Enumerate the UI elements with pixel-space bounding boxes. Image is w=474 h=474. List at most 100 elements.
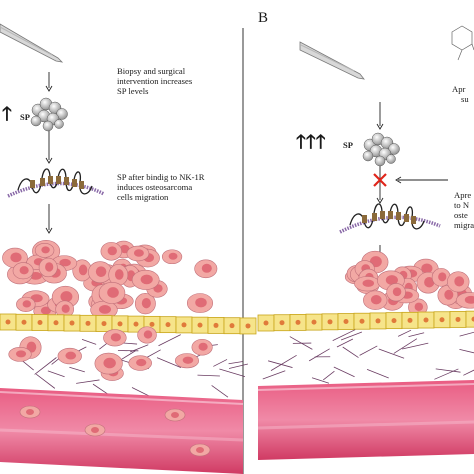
epithelial-cell: [337, 313, 355, 330]
tumor-cell: [88, 261, 113, 284]
collagen-fiber: [378, 348, 405, 359]
substance-p-cluster: [30, 97, 68, 132]
collagen-fiber: [81, 338, 97, 345]
collagen-fiber: [366, 369, 389, 379]
panel-letter-b: B: [258, 10, 269, 26]
migrating-tumor-cells: [8, 326, 213, 457]
collagen-fiber: [34, 357, 57, 375]
tumor-cell: [16, 296, 36, 312]
tumor-cell-mass: [2, 240, 218, 320]
scalpel-icon: [299, 41, 365, 80]
collagen-fiber: [69, 366, 85, 373]
epithelial-cell: [159, 316, 177, 334]
epithelial-cell: [289, 314, 307, 331]
tumor-cell: [108, 264, 129, 286]
collagen-fiber: [397, 329, 412, 337]
tumor-cell: [12, 262, 34, 280]
epithelial-cell: [385, 312, 403, 330]
collagen-fiber: [323, 370, 335, 381]
tumor-cell: [100, 242, 122, 261]
tumor-cell: [186, 293, 214, 313]
tumor-cell: [363, 290, 388, 310]
blocked-binding-x-icon: [373, 173, 387, 187]
tumor-cell: [103, 329, 127, 347]
blood-vessel: [0, 388, 244, 474]
epithelial-cell: [175, 316, 193, 334]
sp-label: SP: [20, 112, 30, 122]
collagen-fiber: [228, 361, 244, 365]
collagen-fiber: [332, 329, 356, 341]
tumor-cell: [354, 276, 381, 292]
tumor-cell: [98, 282, 126, 304]
epithelial-cell: [449, 311, 467, 328]
collagen-fiber: [158, 334, 181, 347]
collagen-fiber: [76, 379, 100, 384]
sp-increase-arrows-icon: 🡑🡑🡑: [296, 131, 326, 153]
epithelial-cell: [465, 310, 474, 328]
collagen-fiber: [408, 332, 425, 338]
tumor-cell: [174, 353, 199, 369]
epithelial-cell: [95, 315, 113, 332]
epithelial-cell: [15, 313, 33, 331]
scalpel-icon: [0, 23, 64, 63]
epithelial-cell: [0, 313, 17, 331]
epithelial-cell: [257, 314, 275, 332]
collagen-fiber: [262, 370, 286, 380]
aprepitant-molecule-icon: [451, 25, 474, 61]
collagen-fiber: [459, 348, 474, 354]
epithelial-cell: [31, 314, 49, 331]
tumor-cell: [447, 271, 470, 293]
collagen-fiber: [268, 360, 293, 368]
tumor-cell-mass: [344, 250, 474, 316]
collagen-fiber: [311, 377, 330, 384]
tumor-cell: [161, 249, 183, 265]
epithelial-cell: [47, 314, 65, 332]
collagen-fiber: [228, 363, 248, 369]
tumor-cell: [126, 245, 150, 262]
collagen-fiber: [156, 357, 182, 368]
epithelial-layer: [0, 313, 257, 335]
epithelial-cell: [305, 313, 323, 331]
tumor-cell: [57, 347, 82, 365]
caption-nk1r-binding: SP after bindig to NK-1R induces osteosa…: [117, 172, 205, 202]
tumor-cell: [134, 293, 156, 315]
collagen-fiber: [211, 385, 229, 398]
tumor-cell: [194, 259, 218, 279]
epithelial-cell: [433, 311, 451, 329]
epithelial-cell: [127, 315, 145, 333]
circulating-tumor-cell: [164, 408, 186, 422]
collagen-fiber: [340, 331, 363, 341]
tumor-cell: [94, 352, 123, 375]
caption-aprepitant-blocks: Apre to N oste migra: [454, 190, 474, 230]
substance-p-cluster: [362, 132, 400, 167]
epithelial-cell: [63, 314, 81, 332]
epithelial-cell: [239, 317, 257, 335]
nk1r-receptor: [7, 168, 105, 198]
tumor-cell: [191, 338, 213, 356]
tumor-cell: [8, 347, 32, 362]
epithelial-cell: [191, 316, 209, 334]
sp-increase-arrow-icon: 🡑: [2, 103, 12, 125]
collagen-fiber: [197, 374, 220, 377]
collagen-fiber: [35, 373, 56, 389]
circulating-tumor-cell: [189, 443, 211, 457]
tumor-cell: [131, 269, 160, 290]
circulating-tumor-cell: [84, 423, 106, 437]
collagen-fiber: [459, 331, 474, 337]
collagen-fiber: [402, 342, 429, 350]
collagen-fiber: [342, 346, 359, 358]
epithelial-layer: [257, 310, 474, 332]
collagen-fiber: [434, 368, 459, 380]
sp-label: SP: [343, 140, 353, 150]
tumor-cell: [408, 298, 428, 316]
tumor-cell: [128, 355, 152, 371]
nk1r-receptor: [339, 203, 441, 234]
epithelial-cell: [401, 311, 419, 329]
collagen-fiber: [146, 349, 161, 358]
tumor-cell: [34, 243, 55, 258]
epithelial-cell: [369, 312, 387, 330]
tumor-cell: [137, 326, 157, 344]
tumor-cell: [38, 257, 58, 278]
collagen-fiber: [308, 348, 330, 362]
